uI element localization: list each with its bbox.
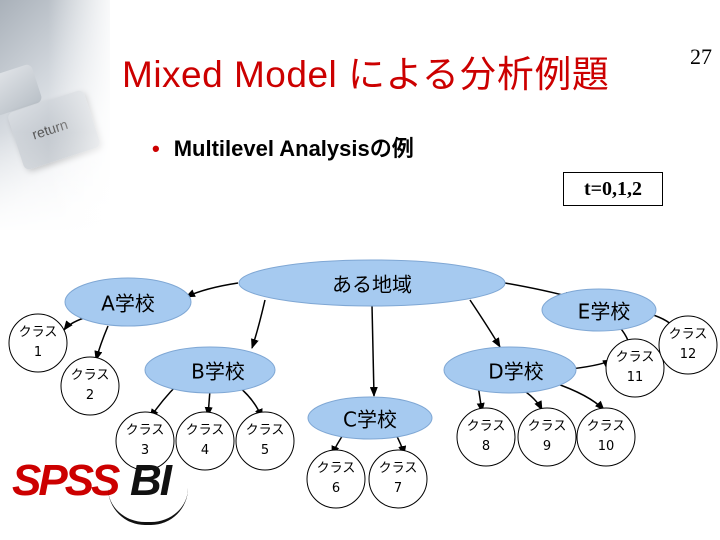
school-c-label: C学校 [343,407,397,432]
node-region [238,259,506,307]
edge-region-d [469,299,501,348]
node-school-e [541,288,657,332]
class-circle-5 [235,411,295,471]
node-school-d [443,346,577,394]
school-e-label: E学校 [577,299,631,324]
logo-spss-text: SPSS [12,456,120,505]
edge-region-b [251,299,266,349]
bullet-text: Multilevel Analysisの例 [173,136,414,161]
slide-title: Mixed Model による分析例題 [122,54,610,95]
class-nodes [8,313,718,509]
time-points-box: t=0,1,2 [563,172,663,206]
region-label: ある地域 [332,272,412,297]
bullet-item: • Multilevel Analysisの例 [152,131,414,163]
class-circle-9 [517,407,577,467]
node-school-c [307,396,433,440]
class-circle-7 [368,449,428,509]
school-d-label: D学校 [488,359,544,384]
class-circle-1 [8,313,68,373]
edge-region-a [185,282,239,298]
logo-swoosh [108,488,188,525]
page-number: 27 [690,44,712,69]
school-a-label: A学校 [101,291,155,316]
bullet-marker: • [152,136,160,161]
spss-bi-logo: SPSS BI [12,456,192,526]
edge-b-c4 [204,389,213,417]
class-circle-8 [456,407,516,467]
background-fade [0,0,120,240]
class-circle-6 [306,449,366,509]
class-circle-4 [175,411,235,471]
edge-d-c10 [551,381,605,411]
class-circle-11 [605,338,665,398]
edge-region-c [369,304,378,397]
school-nodes [64,259,657,440]
edge-a-c2 [94,325,109,361]
node-school-a [64,277,192,327]
class-circle-3 [115,411,175,471]
node-school-b [144,346,276,394]
class-circle-12 [658,315,718,375]
class-circle-2 [60,356,120,416]
school-b-label: B学校 [191,359,245,384]
class-circle-10 [576,407,636,467]
